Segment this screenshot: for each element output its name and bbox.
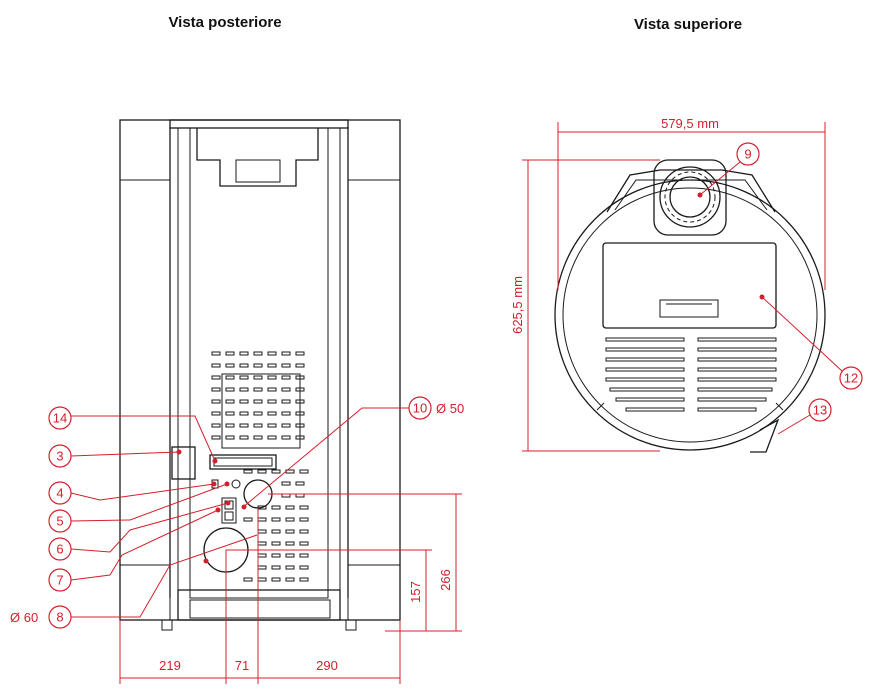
- top-annotations: 579,5 mm 625,5 mm 9 12 13: [510, 116, 863, 452]
- air-intake-50: [243, 479, 273, 509]
- dim-219: 219: [159, 658, 181, 673]
- svg-text:4: 4: [56, 486, 63, 501]
- dim-157: 157: [408, 581, 423, 603]
- svg-text:5: 5: [56, 514, 63, 529]
- svg-text:3: 3: [56, 449, 63, 464]
- power-socket-switch: [221, 497, 237, 524]
- svg-text:7: 7: [56, 573, 63, 588]
- rear-view-title: Vista posteriore: [168, 14, 281, 31]
- component-5: [231, 479, 241, 489]
- top-vent-grill: [605, 337, 777, 412]
- callout-12: [839, 366, 863, 390]
- diameter-50-label: Ø 50: [436, 401, 464, 416]
- rear-lower-vent-grill: [243, 469, 309, 582]
- rear-vent-grill: [211, 351, 305, 449]
- callout-9: [736, 142, 760, 166]
- svg-text:13: 13: [813, 403, 827, 418]
- svg-text:14: 14: [53, 411, 67, 426]
- svg-text:8: 8: [56, 610, 63, 625]
- top-view-drawing: [554, 159, 826, 453]
- component-3-box: [171, 446, 196, 480]
- dim-290: 290: [316, 658, 338, 673]
- rear-view-drawing: [119, 119, 401, 631]
- rear-annotations: 14 3 4 5 6 7 Ø 60 8 10 Ø: [10, 396, 464, 684]
- display-panel: [209, 454, 277, 470]
- svg-text:10: 10: [413, 401, 427, 416]
- diameter-60-label: Ø 60: [10, 610, 38, 625]
- top-view-title: Vista superiore: [634, 16, 742, 33]
- dim-width-top: 579,5 mm: [661, 116, 719, 131]
- dim-266: 266: [438, 569, 453, 591]
- dim-depth-top: 625,5 mm: [510, 276, 525, 334]
- svg-text:6: 6: [56, 542, 63, 557]
- callout-14: [48, 406, 72, 430]
- svg-text:12: 12: [844, 371, 858, 386]
- dim-71: 71: [235, 658, 249, 673]
- svg-text:9: 9: [744, 147, 751, 162]
- callout-13: [808, 398, 832, 422]
